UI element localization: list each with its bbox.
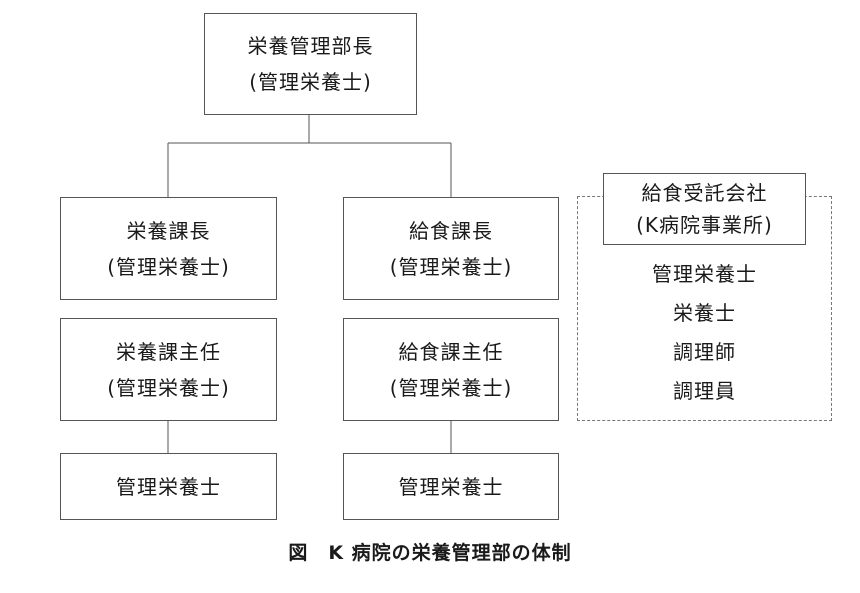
right-staff-box: 管理栄養士 [343, 453, 559, 520]
figure-caption: 図 K 病院の栄養管理部の体制 [288, 542, 572, 564]
right-supervisor-title: 給食課主任 [398, 339, 504, 364]
right-staff-title: 管理栄養士 [398, 474, 504, 499]
right-supervisor-role: (管理栄養士) [389, 375, 513, 400]
left-chief-role: (管理栄養士) [107, 254, 230, 279]
right-chief-title: 給食課長 [409, 218, 493, 243]
right-chief-role: (管理栄養士) [389, 254, 513, 279]
contractor-staff-list: 管理栄養士 栄養士 調理師 調理員 [577, 255, 832, 411]
head-role: (管理栄養士) [249, 70, 372, 94]
contractor-company-box: 給食受託会社 (K病院事業所) [603, 173, 806, 245]
contractor-staff-item: 管理栄養士 [652, 262, 757, 286]
left-staff-box: 管理栄養士 [60, 453, 277, 520]
left-chief-box: 栄養課長 (管理栄養士) [60, 197, 277, 300]
left-supervisor-box: 栄養課主任 (管理栄養士) [60, 318, 277, 421]
right-supervisor-box: 給食課主任 (管理栄養士) [343, 318, 559, 421]
contractor-name: 給食受託会社 [641, 181, 768, 205]
left-staff-title: 管理栄養士 [116, 474, 221, 499]
contractor-office: (K病院事業所) [636, 213, 773, 237]
head-box: 栄養管理部長 (管理栄養士) [204, 13, 417, 115]
contractor-staff-item: 調理員 [673, 379, 736, 403]
left-chief-title: 栄養課長 [126, 218, 211, 243]
right-chief-box: 給食課長 (管理栄養士) [343, 197, 559, 300]
head-title: 栄養管理部長 [247, 34, 374, 58]
contractor-staff-item: 栄養士 [673, 301, 736, 325]
left-supervisor-title: 栄養課主任 [116, 339, 221, 364]
contractor-staff-item: 調理師 [673, 340, 736, 364]
left-supervisor-role: (管理栄養士) [107, 375, 230, 400]
